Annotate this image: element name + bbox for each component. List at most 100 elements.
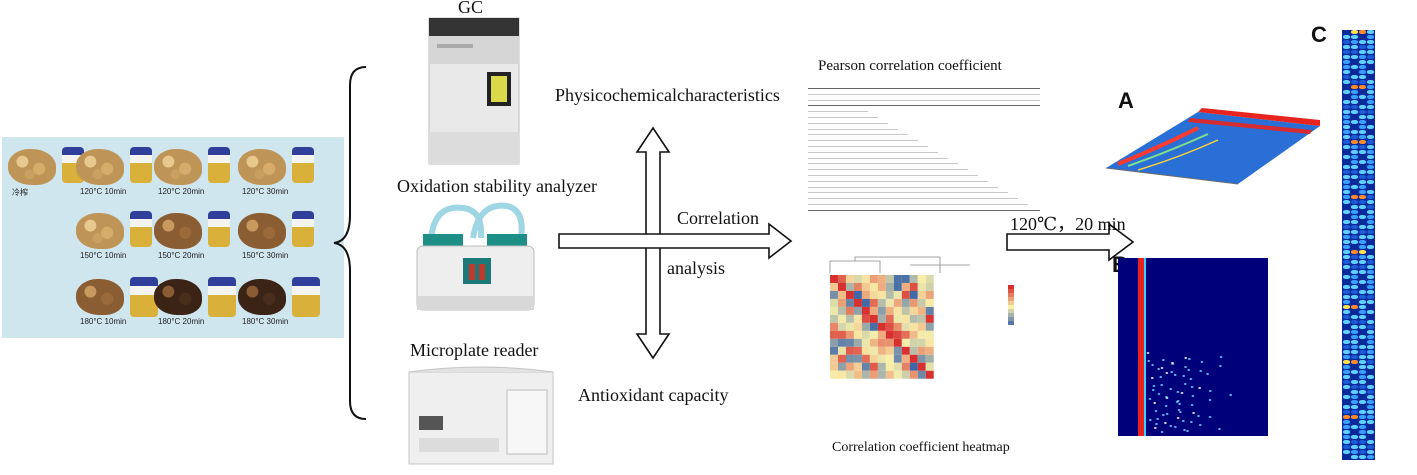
heatmap-cell (837, 322, 846, 331)
heatmap-cell (853, 306, 862, 315)
condition-label: 120℃，20 min (1010, 214, 1126, 234)
fingerprint-cell (1367, 210, 1374, 214)
fingerprint-cell (1343, 90, 1350, 94)
heatmap-cell (830, 338, 838, 347)
ion-peak (1173, 426, 1177, 428)
ion-peak (1218, 365, 1222, 367)
fingerprint-cell (1367, 440, 1374, 444)
fingerprint-cell (1359, 230, 1366, 234)
fingerprint-cell (1343, 80, 1350, 84)
fingerprint-cell (1367, 420, 1374, 424)
fingerprint-cell (1367, 195, 1374, 199)
heatmap-cell (925, 362, 934, 371)
fingerprint-cell (1367, 105, 1374, 109)
heatmap-cell (830, 346, 838, 355)
heatmap-cell (893, 354, 902, 363)
ion-peak (1179, 411, 1182, 413)
fingerprint-cell (1359, 335, 1366, 339)
ion-peak (1184, 366, 1187, 368)
heatmap-legend-swatch (1008, 321, 1014, 325)
fingerprint-cell (1367, 385, 1374, 389)
heatmap-cell (837, 362, 846, 371)
table-row-line (808, 146, 928, 147)
heatmap-cell (877, 314, 886, 323)
fingerprint-cell (1343, 360, 1350, 364)
heatmap-cell (885, 298, 894, 307)
fingerprint-cell (1343, 125, 1350, 129)
fingerprint-cell (1343, 435, 1350, 439)
fingerprint-cell (1359, 185, 1366, 189)
fingerprint-cell (1359, 340, 1366, 344)
fingerprint-cell (1367, 435, 1374, 439)
ion-peak (1151, 389, 1155, 391)
fingerprint-cell (1359, 195, 1366, 199)
fingerprint-cell (1343, 115, 1350, 119)
fingerprint-cell (1367, 325, 1374, 329)
fingerprint-cell (1367, 85, 1374, 89)
heatmap-cell (861, 275, 870, 283)
heatmap-cell (877, 354, 886, 363)
fingerprint-cell (1343, 310, 1350, 314)
fingerprint-cell (1351, 265, 1358, 269)
heatmap-cell (917, 290, 926, 299)
fingerprint-cell (1351, 60, 1358, 64)
fingerprint-cell (1351, 165, 1358, 169)
fingerprint-cell (1359, 170, 1366, 174)
fingerprint-cell (1351, 375, 1358, 379)
fingerprint-cell (1367, 130, 1374, 134)
fingerprint-cell (1351, 120, 1358, 124)
heatmap-cell (861, 314, 870, 323)
sample-label: 冷榨 (12, 188, 28, 197)
ion-peak (1170, 371, 1174, 373)
sample-item: 120°C 30min (238, 145, 326, 197)
ion-peak (1206, 373, 1210, 375)
fingerprint-cell (1343, 190, 1350, 194)
ion-peak (1160, 431, 1164, 433)
fingerprint-cell (1351, 430, 1358, 434)
table-row-line (808, 157, 948, 159)
heatmap-cell (837, 338, 846, 347)
heatmap-cell (845, 290, 854, 299)
fingerprint-cell (1359, 305, 1366, 309)
heatmap-cell (877, 370, 886, 379)
fingerprint-cell (1359, 375, 1366, 379)
fingerprint-cell (1351, 80, 1358, 84)
heatmap-cell (901, 282, 910, 291)
fingerprint-cell (1343, 440, 1350, 444)
fingerprint-cell (1351, 410, 1358, 414)
heatmap-cell (885, 354, 894, 363)
ion-peak (1189, 378, 1193, 380)
fingerprint-cell (1351, 105, 1358, 109)
heatmap-cell (869, 282, 878, 291)
heatmap-cell (845, 330, 854, 339)
heatmap-cell (877, 290, 886, 299)
fingerprint-cell (1343, 410, 1350, 414)
ion-peak (1229, 394, 1233, 396)
heatmap-cell (830, 330, 838, 339)
fingerprint-cell (1343, 275, 1350, 279)
heatmap-cell (861, 346, 870, 355)
label-a: A (1118, 88, 1134, 113)
fingerprint-cell (1359, 395, 1366, 399)
ion-peak (1180, 392, 1184, 394)
fingerprint-cell (1367, 320, 1374, 324)
fingerprint-cell (1343, 75, 1350, 79)
fingerprint-cell (1359, 130, 1366, 134)
fingerprint-cell (1359, 145, 1366, 149)
heatmap-cell (909, 330, 918, 339)
heatmap-cell (830, 370, 838, 379)
table-row-line (808, 134, 908, 136)
heatmap-cell (901, 370, 910, 379)
fingerprint-cell (1359, 265, 1366, 269)
heatmap-cell (877, 346, 886, 355)
heatmap-cell (901, 306, 910, 315)
heatmap-cell (845, 306, 854, 315)
fingerprint-cell (1343, 205, 1350, 209)
ion-peak (1165, 372, 1169, 374)
fingerprint-cell (1359, 155, 1366, 159)
heatmap-cell (869, 370, 878, 379)
ion-peak (1159, 376, 1163, 378)
ion-peak (1197, 415, 1200, 417)
heatmap-cell (901, 330, 910, 339)
fingerprint-cell (1351, 145, 1358, 149)
